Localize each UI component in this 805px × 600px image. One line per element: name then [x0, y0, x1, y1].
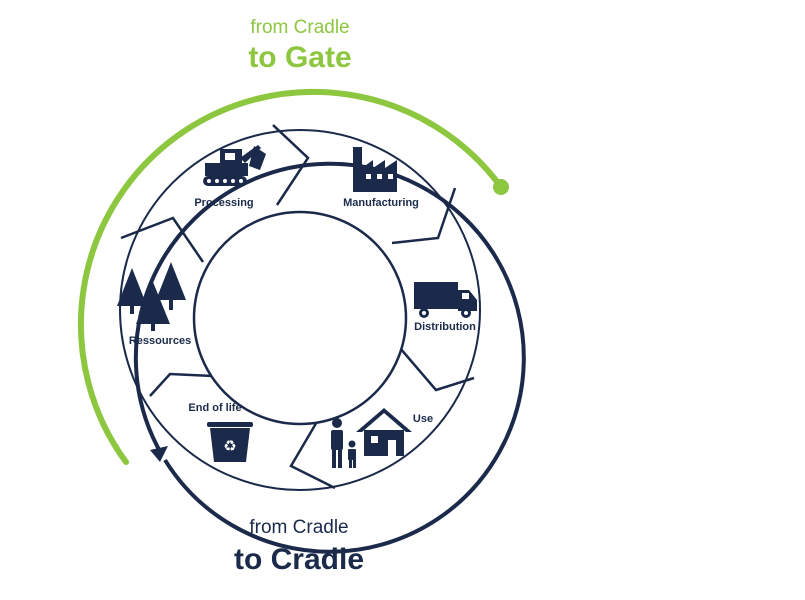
truck-icon — [414, 282, 477, 318]
stage-label-use: Use — [413, 413, 433, 425]
cradle-to-cradle-ring — [133, 161, 526, 554]
family-house-icon — [331, 408, 412, 468]
recycle-bin-icon: ♻ — [207, 422, 253, 462]
inner-ring — [119, 129, 481, 491]
segment-separators — [120, 124, 475, 490]
cradle-to-gate-subtitle: from Cradle — [250, 17, 349, 38]
ring-arrowhead — [150, 446, 168, 462]
center-hub — [192, 210, 408, 426]
svg-text:♻: ♻ — [223, 437, 236, 455]
factory-icon — [353, 147, 397, 192]
stage-label-end-of-life: End of life — [188, 402, 241, 414]
stage-label-manufacturing: Manufacturing — [343, 197, 419, 209]
cradle-to-gate-arc-end — [493, 179, 509, 195]
cradle-to-cradle-subtitle: from Cradle — [249, 517, 348, 538]
stage-label-distribution: Distribution — [414, 321, 476, 333]
cradle-to-cradle-title: to Cradle — [234, 543, 364, 576]
stage-label-processing: Processing — [194, 197, 253, 209]
cradle-to-gate-title: to Gate — [248, 41, 351, 74]
trees-icon — [117, 262, 186, 331]
excavator-icon — [203, 145, 266, 186]
stage-label-ressources: Ressources — [129, 335, 191, 347]
cradle-to-gate-arc — [78, 89, 504, 465]
